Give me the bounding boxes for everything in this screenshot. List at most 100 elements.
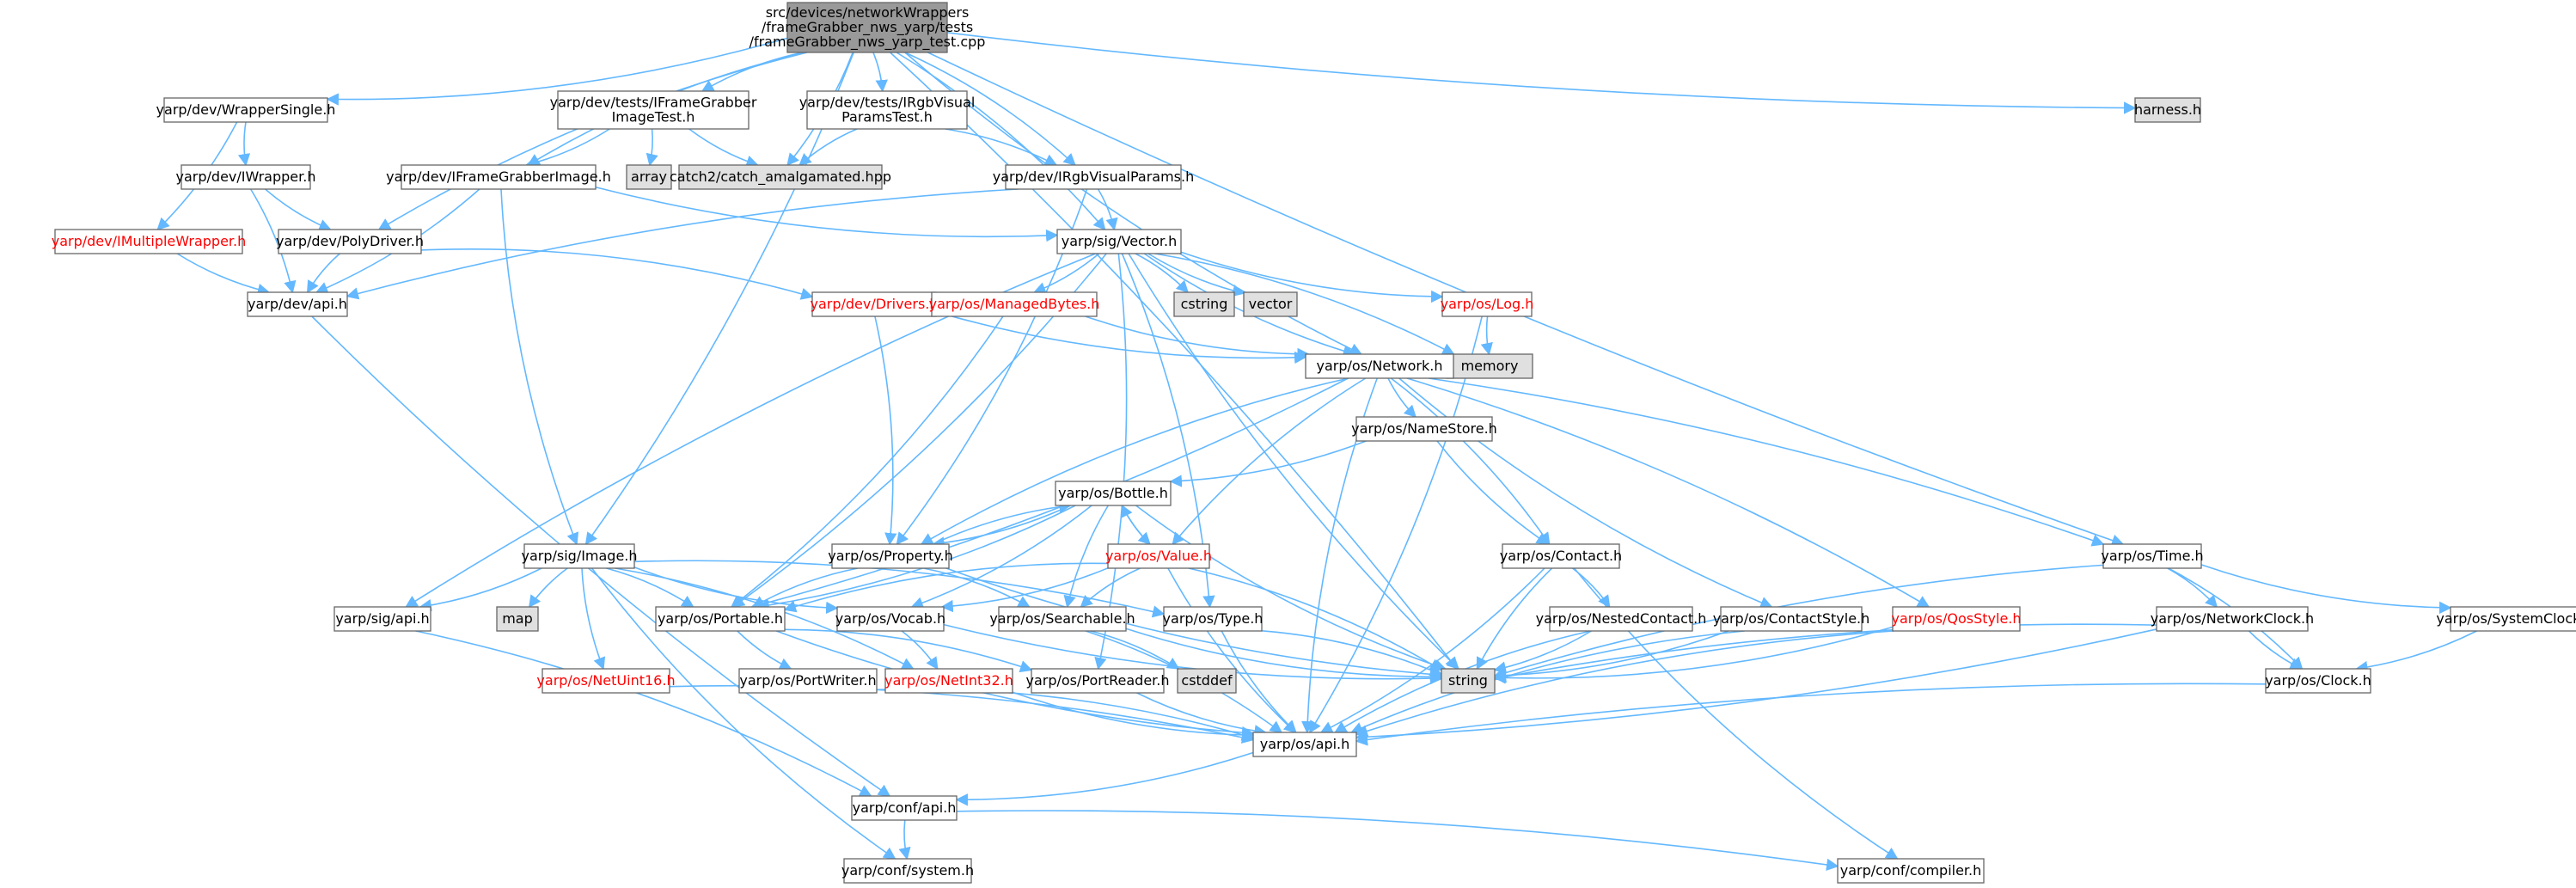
- node-iwrapper-label-line-0: yarp/dev/IWrapper.h: [176, 168, 316, 185]
- node-netint32[interactable]: yarp/os/NetInt32.h: [884, 668, 1013, 694]
- edge-iwrapper-to-polydriver: [265, 188, 332, 231]
- node-portreader[interactable]: yarp/os/PortReader.h: [1025, 668, 1170, 694]
- node-network-box: [1305, 353, 1454, 379]
- edges-layer: [156, 32, 2477, 872]
- node-type[interactable]: yarp/os/Type.h: [1163, 606, 1264, 632]
- node-drivers[interactable]: yarp/dev/Drivers.h: [810, 291, 939, 317]
- node-portwriter[interactable]: yarp/os/PortWriter.h: [738, 668, 878, 694]
- edge-sigimage-to-vocab: [633, 566, 839, 615]
- node-wrappersingle-box: [163, 97, 328, 123]
- node-bottle-box: [1055, 481, 1172, 506]
- edge-irgbvisualparams-to-devapi: [346, 188, 1019, 300]
- edge-bottle-to-searchable: [1063, 505, 1110, 609]
- edge-root-to-iframegrabbertest: [701, 52, 803, 92]
- edge-value-to-bottle: [1121, 504, 1151, 545]
- edge-wrappersingle-to-iwrapper: [237, 121, 251, 167]
- node-portable[interactable]: yarp/os/Portable.h: [655, 606, 786, 632]
- edge-systemclock-to-clock: [2355, 630, 2477, 674]
- edge-type-to-osapi: [1221, 630, 1297, 734]
- edge-sigimage-to-type: [633, 560, 1166, 618]
- node-root[interactable]: src/devices/networkWrappers/frameGrabber…: [750, 2, 986, 53]
- node-contactstyle[interactable]: yarp/os/ContactStyle.h: [1713, 606, 1870, 632]
- edge-sigimage-to-confsystem: [590, 567, 896, 860]
- edge-property-to-string: [945, 567, 1443, 681]
- node-array: array: [626, 164, 672, 190]
- edge-osapi-to-confapi: [955, 751, 1254, 806]
- node-log[interactable]: yarp/os/Log.h: [1441, 291, 1534, 317]
- node-drivers-box: [811, 291, 937, 317]
- node-vocab[interactable]: yarp/os/Vocab.h: [835, 606, 945, 632]
- node-array-box: [626, 164, 672, 190]
- node-netuint16[interactable]: yarp/os/NetUint16.h: [536, 668, 676, 694]
- node-time-box: [2102, 543, 2202, 569]
- node-imultiplewrapper[interactable]: yarp/dev/IMultipleWrapper.h: [52, 229, 247, 254]
- edge-managedbytes-to-network: [1085, 315, 1310, 361]
- edge-irgbvisualtest-to-catch2: [798, 128, 858, 166]
- node-irgbvisualparams-label-line-0: yarp/dev/IRgbVisualParams.h: [993, 168, 1194, 185]
- node-systemclock[interactable]: yarp/os/SystemClock.h: [2436, 606, 2576, 632]
- node-confcompiler[interactable]: yarp/conf/compiler.h: [1837, 858, 1985, 884]
- node-property-label-line-0: yarp/os/Property.h: [828, 548, 953, 564]
- node-clock[interactable]: yarp/os/Clock.h: [2265, 668, 2371, 694]
- node-devapi[interactable]: yarp/dev/api.h: [247, 291, 348, 317]
- node-namestore[interactable]: yarp/os/NameStore.h: [1351, 416, 1497, 442]
- node-searchable[interactable]: yarp/os/Searchable.h: [989, 606, 1135, 632]
- node-nestedcontact-box: [1549, 606, 1693, 632]
- node-wrappersingle-label-line-0: yarp/dev/WrapperSingle.h: [156, 101, 336, 118]
- node-contact-box: [1502, 543, 1620, 569]
- edge-devapi-to-confapi: [311, 315, 891, 797]
- edge-portable-to-osapi: [775, 630, 1255, 739]
- node-iframegrabbertest-label-line-1: ImageTest.h: [612, 109, 695, 126]
- node-networkclock[interactable]: yarp/os/NetworkClock.h: [2151, 606, 2314, 632]
- node-cstring-box: [1173, 291, 1235, 317]
- node-polydriver[interactable]: yarp/dev/PolyDriver.h: [276, 229, 424, 254]
- node-nestedcontact[interactable]: yarp/os/NestedContact.h: [1536, 606, 1707, 632]
- node-irgbvisualparams[interactable]: yarp/dev/IRgbVisualParams.h: [993, 164, 1194, 190]
- node-cstring: cstring: [1173, 291, 1235, 317]
- node-vector-label-line-0: vector: [1249, 296, 1293, 312]
- node-log-label-line-0: yarp/os/Log.h: [1441, 296, 1534, 312]
- node-root-box: [786, 2, 948, 53]
- node-string-box: [1441, 668, 1496, 694]
- edge-iframegrabberimage-to-sigvector: [595, 186, 1059, 242]
- edge-property-to-portable: [751, 567, 859, 608]
- node-qosstyle[interactable]: yarp/os/QosStyle.h: [1891, 606, 2022, 632]
- node-confsystem[interactable]: yarp/conf/system.h: [841, 858, 974, 884]
- node-property[interactable]: yarp/os/Property.h: [828, 543, 953, 569]
- node-confapi[interactable]: yarp/conf/api.h: [851, 795, 958, 821]
- node-wrappersingle[interactable]: yarp/dev/WrapperSingle.h: [156, 97, 336, 123]
- node-iframegrabberimage[interactable]: yarp/dev/IFrameGrabberImage.h: [386, 164, 611, 190]
- node-osapi-box: [1252, 732, 1357, 757]
- node-sigvector-label-line-0: yarp/sig/Vector.h: [1062, 233, 1177, 249]
- edge-sigimage-to-portable: [606, 567, 694, 608]
- node-contact[interactable]: yarp/os/Contact.h: [1500, 543, 1622, 569]
- node-vector-box: [1243, 291, 1298, 317]
- node-value[interactable]: yarp/os/Value.h: [1105, 543, 1212, 569]
- edge-sigvector-to-log: [1180, 251, 1444, 303]
- node-sigimage[interactable]: yarp/sig/Image.h: [521, 543, 638, 569]
- node-sigapi-label-line-0: yarp/sig/api.h: [335, 610, 429, 627]
- node-catch2-label-line-0: catch2/catch_amalgamated.hpp: [670, 168, 891, 186]
- edge-root-to-sigvector: [896, 52, 1106, 231]
- node-drivers-label-line-0: yarp/dev/Drivers.h: [810, 296, 938, 312]
- node-sigapi[interactable]: yarp/sig/api.h: [333, 606, 431, 632]
- node-confcompiler-label-line-0: yarp/conf/compiler.h: [1840, 862, 1982, 879]
- node-network[interactable]: yarp/os/Network.h: [1305, 353, 1454, 379]
- edge-root-to-harness: [946, 32, 2137, 114]
- node-netuint16-box: [542, 668, 670, 694]
- node-iwrapper[interactable]: yarp/dev/IWrapper.h: [176, 164, 316, 190]
- edge-iframegrabbertest-to-catch2: [688, 128, 759, 168]
- edge-log-to-memory: [1480, 315, 1493, 356]
- node-osapi[interactable]: yarp/os/api.h: [1252, 732, 1357, 757]
- node-managedbytes[interactable]: yarp/os/ManagedBytes.h: [929, 291, 1100, 317]
- node-value-label-line-0: yarp/os/Value.h: [1105, 548, 1212, 564]
- node-bottle[interactable]: yarp/os/Bottle.h: [1055, 481, 1172, 506]
- node-time[interactable]: yarp/os/Time.h: [2101, 543, 2204, 569]
- node-sigvector[interactable]: yarp/sig/Vector.h: [1056, 229, 1182, 254]
- node-portwriter-label-line-0: yarp/os/PortWriter.h: [739, 672, 876, 689]
- edge-qosstyle-to-osapi: [1355, 630, 1894, 738]
- node-namestore-label-line-0: yarp/os/NameStore.h: [1351, 420, 1497, 437]
